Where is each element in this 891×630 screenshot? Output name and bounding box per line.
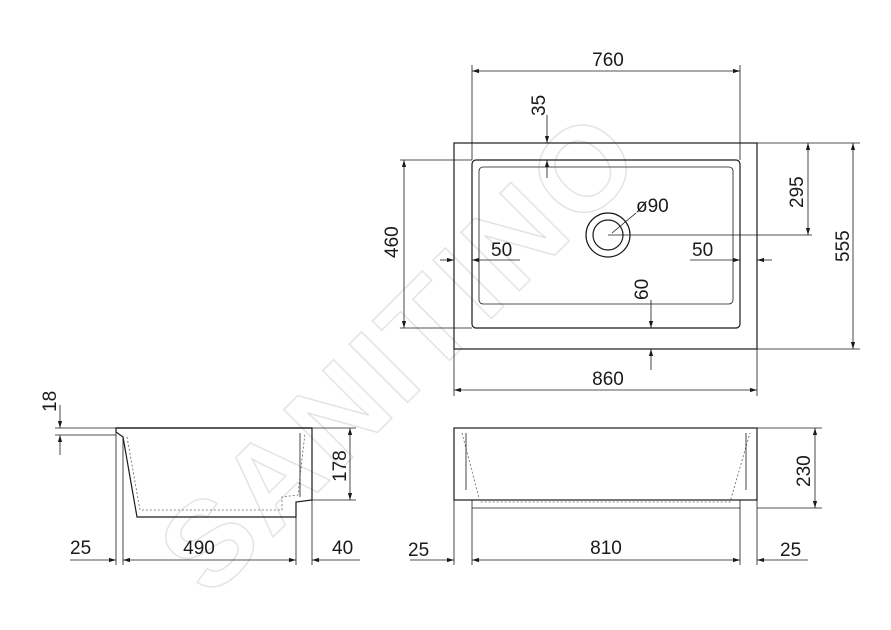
- sink-outline-top: [453, 142, 758, 350]
- front-view: 230 25 810 25: [408, 427, 822, 565]
- dim-rim-thickness: 18: [40, 391, 61, 412]
- dim-bowl-length: 490: [183, 538, 215, 559]
- dim-right-offset: 25: [780, 540, 801, 561]
- dim-left-offset: 25: [408, 540, 429, 561]
- side-view: 18 178 25 490 40: [40, 391, 360, 565]
- dim-height: 230: [794, 455, 815, 487]
- dim-drain-offset: 295: [787, 176, 808, 208]
- front-profile: [453, 427, 758, 501]
- dim-drain-diameter: ø90: [636, 196, 669, 217]
- dim-rim-right: 50: [692, 240, 713, 261]
- dim-rim-back: 35: [529, 95, 550, 116]
- dim-bottom-width: 810: [590, 538, 622, 559]
- dim-total-depth: 555: [833, 230, 854, 262]
- dim-outer-width: 860: [592, 369, 624, 390]
- bowl-outline-inner: [478, 166, 734, 305]
- dim-inner-width: 760: [592, 50, 624, 71]
- dim-rim-left: 50: [491, 240, 512, 261]
- dim-rim-front: 60: [632, 279, 653, 300]
- top-view: ø90 760 35 460 50 50 60 295: [382, 50, 860, 396]
- dim-bowl-depth: 178: [330, 450, 351, 482]
- bowl-outline-outer: [471, 159, 741, 329]
- dim-front-offset: 40: [332, 538, 353, 559]
- dim-inner-height: 460: [382, 226, 403, 258]
- dim-back-offset: 25: [70, 538, 91, 559]
